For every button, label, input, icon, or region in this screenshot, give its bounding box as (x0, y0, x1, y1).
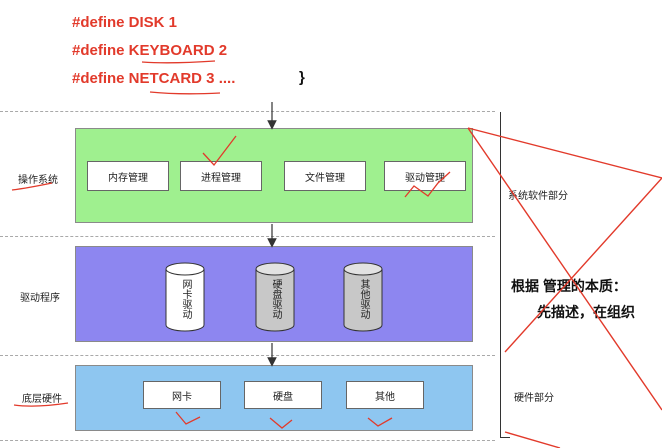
netcard-driver-cylinder (165, 262, 205, 332)
note-line-1: 根据 管理的本质： (511, 278, 627, 294)
netcard-module: 网卡 (143, 381, 221, 409)
other-hardware-module: 其他 (346, 381, 424, 409)
software-part-label: 系统软件部分 (508, 191, 568, 202)
hardware-layer: 网卡 硬盘 其他 (75, 365, 473, 431)
driver-layer: 网卡驱动 硬盘驱动 其他驱动 (75, 246, 473, 342)
hardware-part-label: 硬件部分 (514, 393, 554, 404)
disk-driver-cylinder (255, 262, 295, 332)
process-management-module: 进程管理 (180, 161, 262, 191)
note-line-2: 先描述，在组织 (537, 304, 635, 320)
other-driver-cylinder (343, 262, 383, 332)
underline-keyboard (141, 60, 216, 64)
underline-netcard (149, 91, 221, 95)
driver-cylinders-graphic (165, 262, 383, 332)
cross-diagonal-1 (467, 127, 662, 411)
code-line-netcard: #define NETCARD 3 .... (72, 70, 236, 87)
divider-os-driver (0, 236, 495, 237)
divider-driver-hardware (0, 355, 495, 356)
harddisk-module: 硬盘 (244, 381, 322, 409)
driver-row-label: 驱动程序 (20, 293, 60, 304)
right-bracket-line (500, 112, 501, 438)
netcard-driver-label: 网卡驱动 (180, 279, 191, 319)
cross-bottom-stroke (504, 431, 561, 448)
closing-brace: } (299, 69, 305, 86)
divider-top (0, 111, 495, 112)
os-layer: 内存管理 进程管理 文件管理 驱动管理 (75, 128, 473, 223)
os-row-label: 操作系统 (18, 175, 58, 186)
code-line-disk: #define DISK 1 (72, 14, 178, 31)
code-line-keyboard: #define KEYBOARD 2 (72, 42, 228, 59)
disk-driver-label: 硬盘驱动 (270, 279, 281, 319)
memory-management-module: 内存管理 (87, 161, 169, 191)
file-management-module: 文件管理 (284, 161, 366, 191)
cross-top-edge (467, 127, 662, 179)
cross-diagonal-2 (504, 177, 662, 353)
divider-bottom (0, 440, 495, 441)
driver-management-module: 驱动管理 (384, 161, 466, 191)
hardware-row-label: 底层硬件 (22, 394, 62, 405)
other-driver-label: 其他驱动 (358, 279, 369, 319)
right-bracket-foot (500, 437, 510, 438)
